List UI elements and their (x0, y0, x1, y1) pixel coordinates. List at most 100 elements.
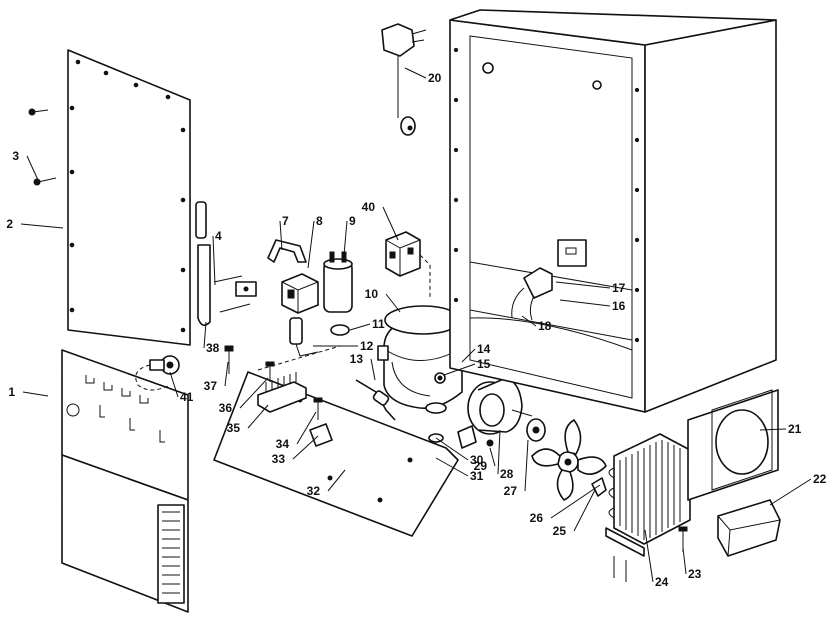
callout-15: 15 (477, 357, 491, 371)
grille (157, 504, 185, 604)
part-12-connector (289, 317, 319, 357)
leader-line-31 (435, 457, 469, 477)
part-33-34-clip (309, 397, 333, 447)
callout-7: 7 (282, 214, 289, 228)
callout-37: 37 (204, 379, 218, 393)
callout-35: 35 (227, 421, 241, 435)
callout-23: 23 (688, 567, 702, 581)
callout-40: 40 (362, 200, 376, 214)
leader-line-4 (212, 235, 216, 286)
callout-2: 2 (6, 217, 13, 231)
callout-25: 25 (553, 524, 567, 538)
callout-8: 8 (316, 214, 323, 228)
leader-line-9 (343, 220, 348, 256)
leader-line-40 (382, 206, 399, 241)
callout-18: 18 (538, 319, 552, 333)
leader-line-26 (550, 484, 601, 519)
leader-line-38 (203, 321, 207, 349)
callout-21: 21 (788, 422, 802, 436)
callout-3: 3 (12, 149, 19, 163)
leader-line-29 (489, 447, 496, 467)
part-9-capacitor (323, 251, 353, 313)
leader-line-35 (247, 404, 269, 429)
leader-line-7 (279, 220, 283, 251)
part-7-bracket (267, 239, 307, 263)
part-11-washer (330, 324, 350, 336)
leader-line-41 (169, 371, 179, 398)
callout-11: 11 (372, 317, 385, 331)
part-26-fan-blade (531, 419, 607, 501)
callout-33: 33 (272, 452, 286, 466)
callout-10: 10 (365, 287, 379, 301)
leader-line-34 (296, 411, 317, 445)
leader-line-15 (443, 363, 476, 376)
leader-line-17 (555, 281, 611, 289)
part-27-hub (526, 418, 546, 442)
callout-30: 30 (470, 453, 484, 467)
part-28-fan-motor (467, 377, 533, 435)
callout-26: 26 (530, 511, 544, 525)
leader-line-25 (573, 489, 596, 532)
callout-13: 13 (350, 352, 364, 366)
part-21-cover-plate (687, 389, 779, 501)
leader-line-32 (327, 469, 346, 492)
part-13-tube (355, 379, 396, 421)
leader-line-33 (292, 435, 319, 460)
callout-29: 29 (474, 459, 488, 473)
leader-line-14 (461, 348, 476, 363)
refrigerator-cabinet (449, 9, 777, 413)
leader-line-36 (239, 377, 269, 409)
leader-line-2 (20, 223, 64, 229)
part-40-overload (385, 231, 431, 300)
part-20-switch (381, 23, 427, 136)
callout-16: 16 (612, 299, 626, 313)
leader-line-37 (224, 361, 229, 387)
leader-line-8 (307, 220, 315, 269)
part-8-relay (281, 273, 319, 314)
leader-line-27 (524, 439, 529, 492)
leader-line-30 (435, 437, 469, 461)
callout-4: 4 (215, 229, 222, 243)
callout-41: 41 (180, 390, 194, 404)
part-22-drain-pan (717, 499, 781, 557)
callout-9: 9 (349, 214, 356, 228)
callout-17: 17 (612, 281, 626, 295)
callout-20: 20 (428, 71, 442, 85)
leader-line-23 (682, 547, 687, 575)
part-38-tube (195, 201, 257, 326)
part-29-bracket (457, 425, 494, 449)
leader-line-20 (404, 67, 427, 79)
callout-36: 36 (219, 401, 233, 415)
part-41-thermostat (135, 355, 180, 391)
part-10-compressor (377, 305, 463, 414)
callout-32: 32 (307, 484, 321, 498)
part-37-screw (224, 345, 234, 374)
leader-line-11 (349, 323, 371, 331)
leader-line-10 (385, 293, 401, 313)
leader-line-13 (370, 358, 376, 381)
part-3-screws (28, 108, 57, 186)
callout-34: 34 (276, 437, 290, 451)
leader-line-3 (26, 155, 39, 181)
callout-28: 28 (500, 467, 514, 481)
leader-line-21 (759, 428, 787, 431)
part-2-back-panel (67, 49, 191, 346)
part-36-screws (265, 361, 275, 382)
part-25-clip (591, 477, 607, 497)
callout-1: 1 (8, 385, 15, 399)
callout-12: 12 (360, 339, 374, 353)
leader-line-16 (559, 299, 611, 307)
leader-line-1 (22, 391, 49, 397)
callout-24: 24 (655, 575, 669, 589)
callout-38: 38 (206, 341, 220, 355)
part-35-terminal-block (257, 372, 307, 413)
part-1-lower-panel (61, 349, 189, 613)
part-14-15-mount (434, 372, 446, 384)
part-24-condenser (605, 433, 691, 582)
callout-31: 31 (470, 469, 484, 483)
leader-line-28 (497, 429, 501, 475)
leader-line-24 (644, 529, 654, 583)
leader-line-18 (521, 315, 537, 327)
